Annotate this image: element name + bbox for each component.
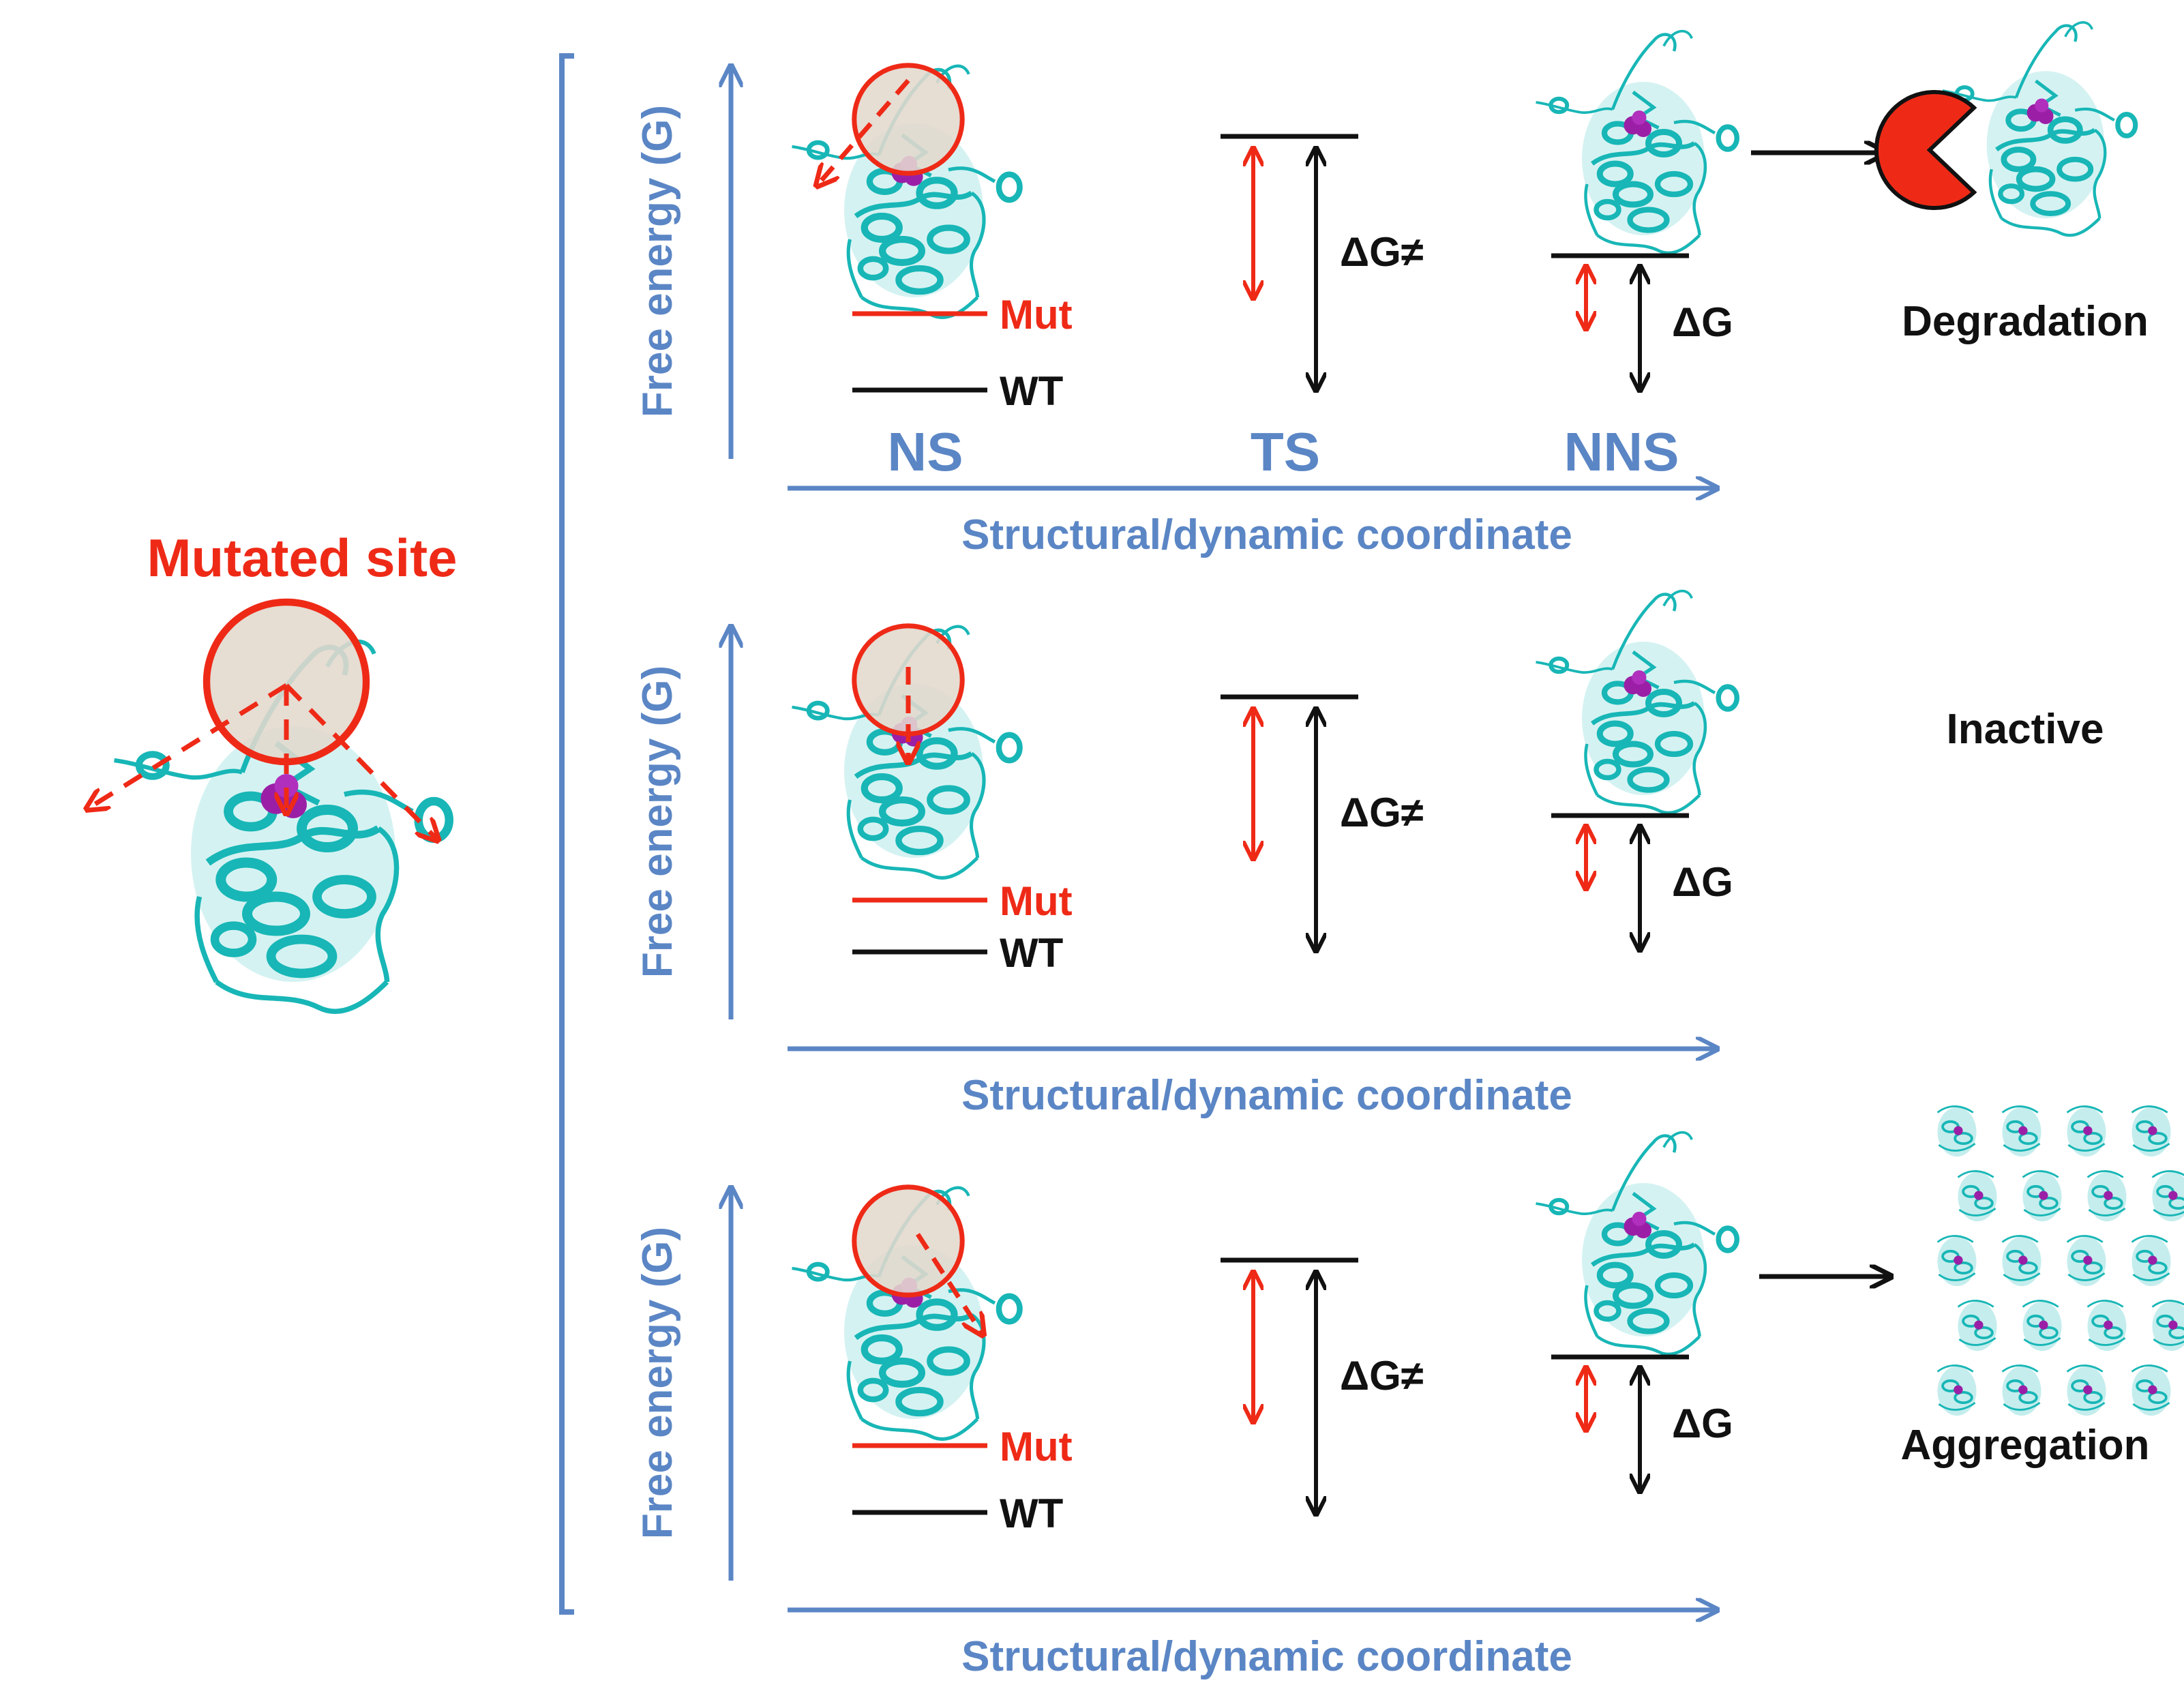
aggregate-protein (2151, 1169, 2184, 1223)
energy-panel-1: Free energy (G) Structural/dynamic coordi… (634, 31, 2149, 558)
legend-mut: Mut (1000, 1424, 1073, 1469)
x-axis-label: Structural/dynamic coordinate (961, 511, 1572, 558)
site-effect-arrow (818, 78, 910, 184)
degradation-illustration (1751, 23, 2136, 235)
page-title: Mutated site (147, 528, 457, 588)
x-axis-label: Structural/dynamic coordinate (961, 1633, 1572, 1680)
protein-structure-icon (1536, 1133, 1737, 1354)
aggregate-protein (2130, 1364, 2172, 1418)
aggregate-protein (2086, 1299, 2128, 1352)
site-effect-arrow (916, 1233, 982, 1333)
panel-bracket (559, 53, 574, 1615)
aggregate-protein (2065, 1234, 2108, 1287)
outcome-label: Inactive (1947, 706, 2104, 753)
legend-wt: WT (1000, 368, 1063, 414)
legend-mut: Mut (1000, 292, 1073, 338)
protein-structure-icon (1943, 23, 2136, 235)
barrier-label: ΔG≠ (1340, 229, 1424, 275)
aggregate-protein (2151, 1299, 2184, 1352)
energy-panel-3: Free energy (G) Structural/dynamic coordi… (634, 1133, 2150, 1680)
aggregate-protein (2065, 1105, 2108, 1158)
protein-structure-icon (1536, 31, 1737, 253)
aggregate-protein (2001, 1234, 2043, 1287)
aggregate-protein (2130, 1234, 2172, 1287)
legend-mut: Mut (1000, 878, 1073, 924)
barrier-label: ΔG≠ (1340, 1353, 1424, 1399)
aggregate-protein (1936, 1105, 1978, 1158)
x-axis-label: Structural/dynamic coordinate (961, 1072, 1572, 1119)
stability-label: ΔG (1672, 859, 1733, 905)
y-axis-label: Free energy (G) (634, 666, 681, 978)
stability-label: ΔG (1672, 299, 1733, 345)
aggregate-protein (1936, 1364, 1978, 1418)
state-label-nns: NNS (1564, 421, 1679, 482)
aggregation-illustration (1759, 1105, 2184, 1418)
aggregate-protein (2065, 1364, 2108, 1418)
outcome-label: Degradation (1902, 298, 2149, 345)
aggregate-protein (1956, 1169, 1999, 1223)
aggregate-protein (2086, 1169, 2128, 1223)
barrier-label: ΔG≠ (1340, 790, 1424, 835)
aggregate-protein (2001, 1105, 2043, 1158)
mutation-propagation-arrows (89, 683, 436, 839)
state-label-ns: NS (887, 421, 963, 482)
aggregate-protein (2001, 1364, 2043, 1418)
legend-wt: WT (1000, 930, 1063, 976)
legend-wt: WT (1000, 1491, 1063, 1536)
aggregate-protein (1936, 1234, 1978, 1287)
aggregate-protein (2021, 1169, 2063, 1223)
aggregate-protein (1956, 1299, 1999, 1352)
pacman-protease-icon (1874, 90, 1977, 210)
y-axis-label: Free energy (G) (634, 1227, 681, 1539)
aggregate-protein (2130, 1105, 2172, 1158)
y-axis-label: Free energy (G) (634, 105, 681, 417)
energy-panel-2: Free energy (G) Structural/dynamic coordi… (634, 591, 2104, 1119)
aggregate-cluster-icon (1936, 1105, 2184, 1418)
aggregate-protein (2021, 1299, 2063, 1352)
stability-label: ΔG (1672, 1401, 1733, 1446)
state-label-ts: TS (1251, 421, 1320, 482)
protein-structure-icon (1536, 591, 1737, 813)
outcome-label: Aggregation (1900, 1422, 2149, 1469)
mutated-site-circle-icon (854, 1187, 962, 1295)
